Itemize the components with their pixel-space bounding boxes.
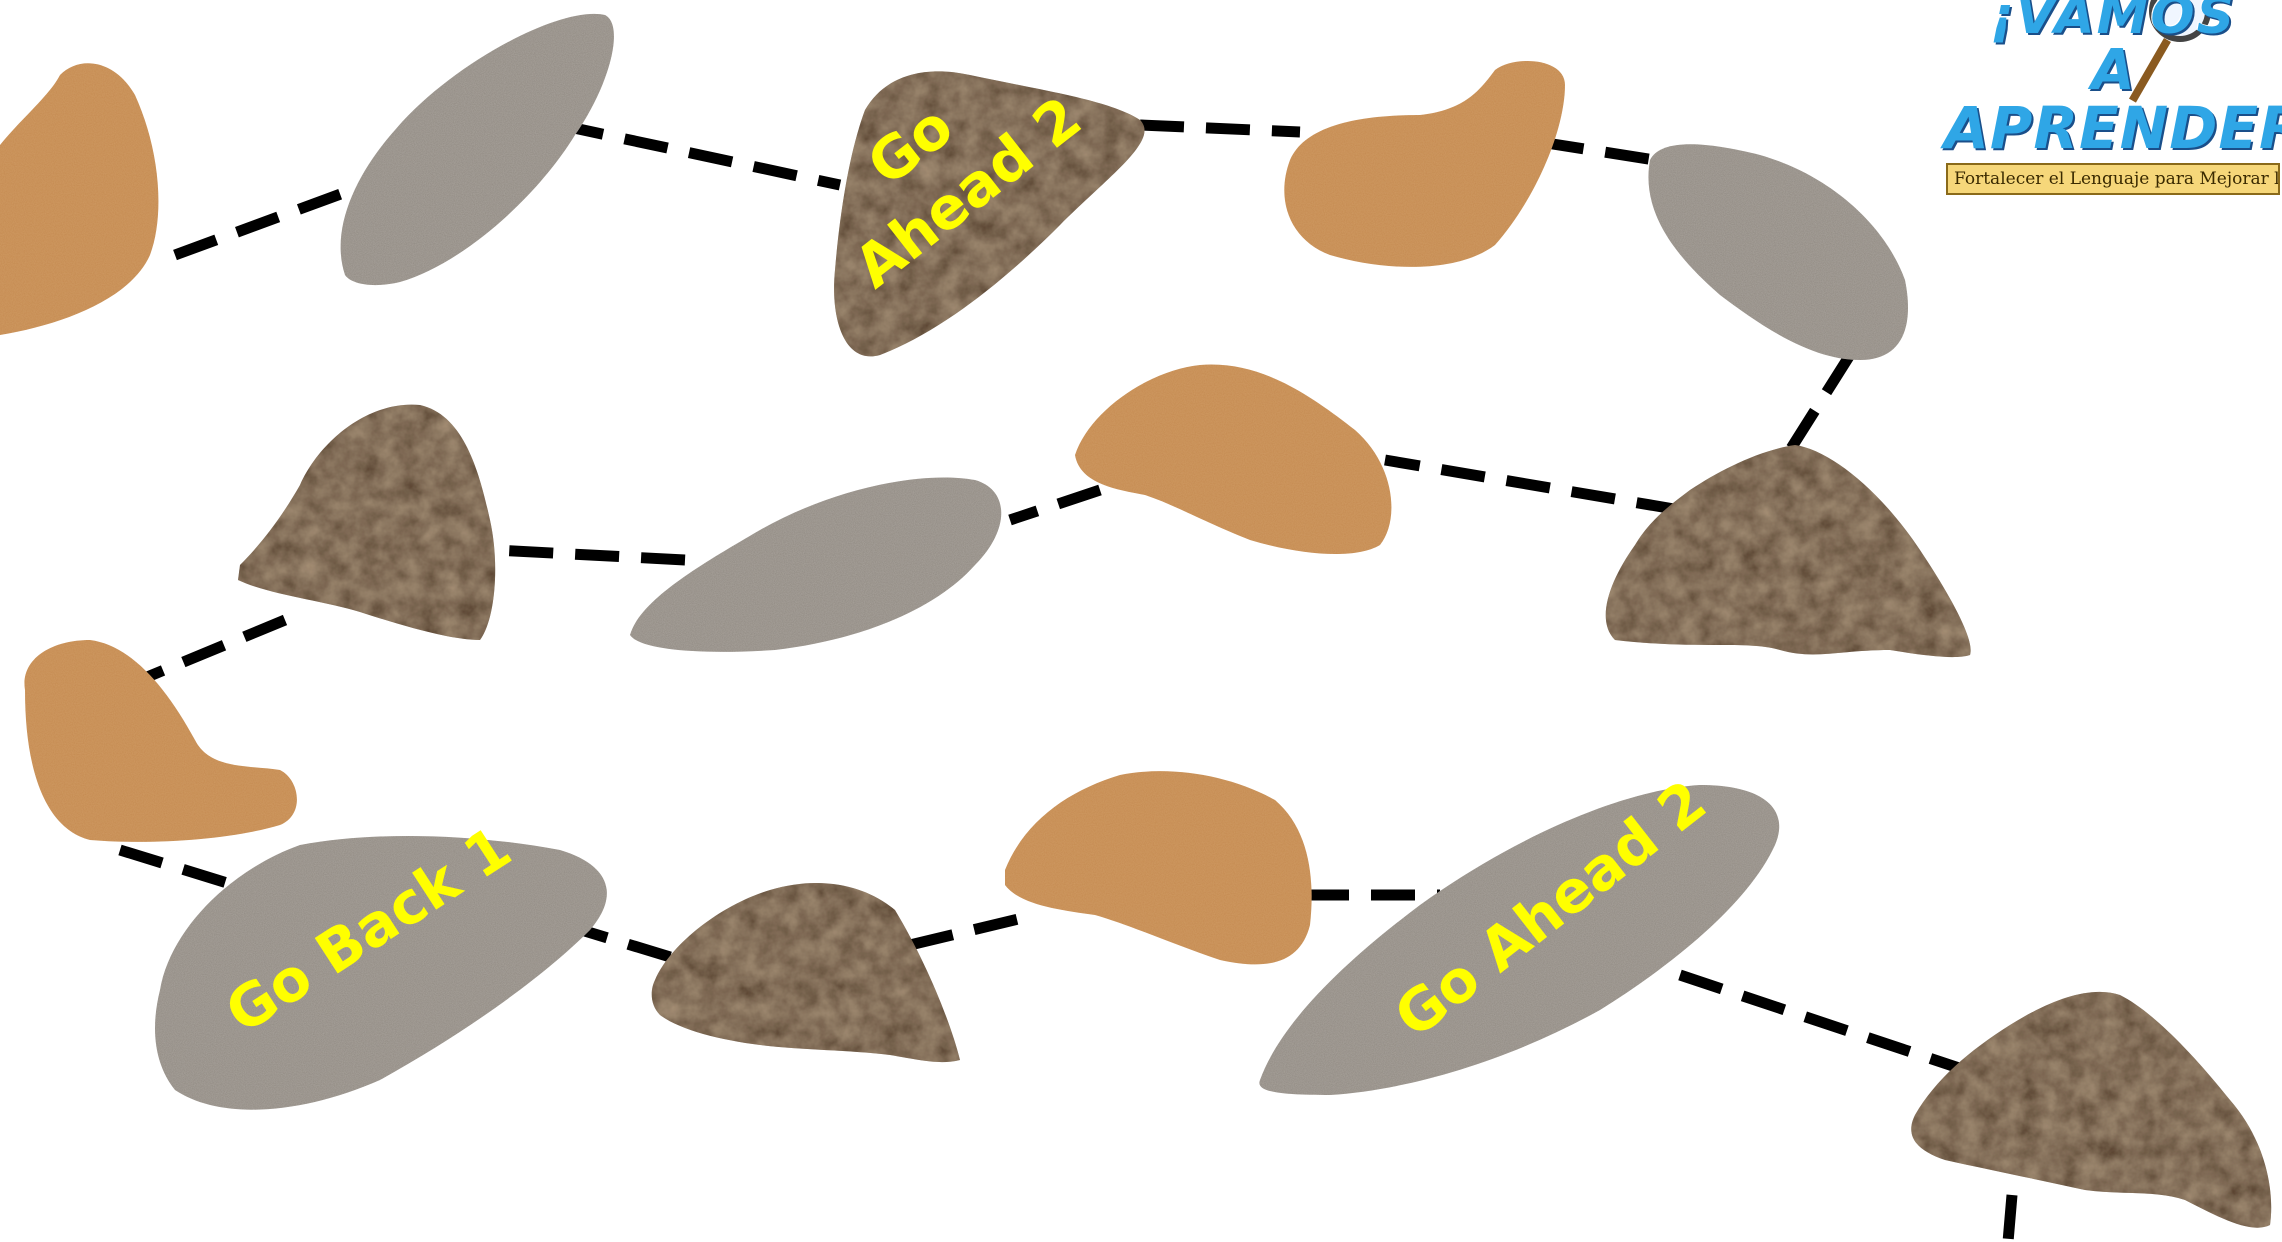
stone-brown-12[interactable] [652, 883, 960, 1062]
stone-brown-15[interactable] [1911, 992, 2271, 1228]
stone-brown-9[interactable] [238, 405, 495, 640]
stone-tan-1[interactable] [0, 63, 158, 335]
stone-brown-6[interactable] [1606, 445, 1971, 657]
stone-gray-5[interactable] [1648, 144, 1908, 360]
stone-gray-8[interactable] [630, 477, 1001, 651]
logo-tagline: Fortalecer el Lenguaje para Mejorar la C… [1946, 163, 2280, 195]
stone-tan-7[interactable] [1075, 365, 1391, 555]
vamos-aprender-logo: ¡VAMOS A APRENDER! Fortalecer el Lenguaj… [1944, 0, 2282, 200]
stone-tan-13[interactable] [1005, 771, 1312, 964]
stone-tan-4[interactable] [1284, 61, 1565, 267]
logo-line-3: APRENDER! [1944, 94, 2282, 162]
stone-gray-2[interactable] [341, 14, 614, 285]
